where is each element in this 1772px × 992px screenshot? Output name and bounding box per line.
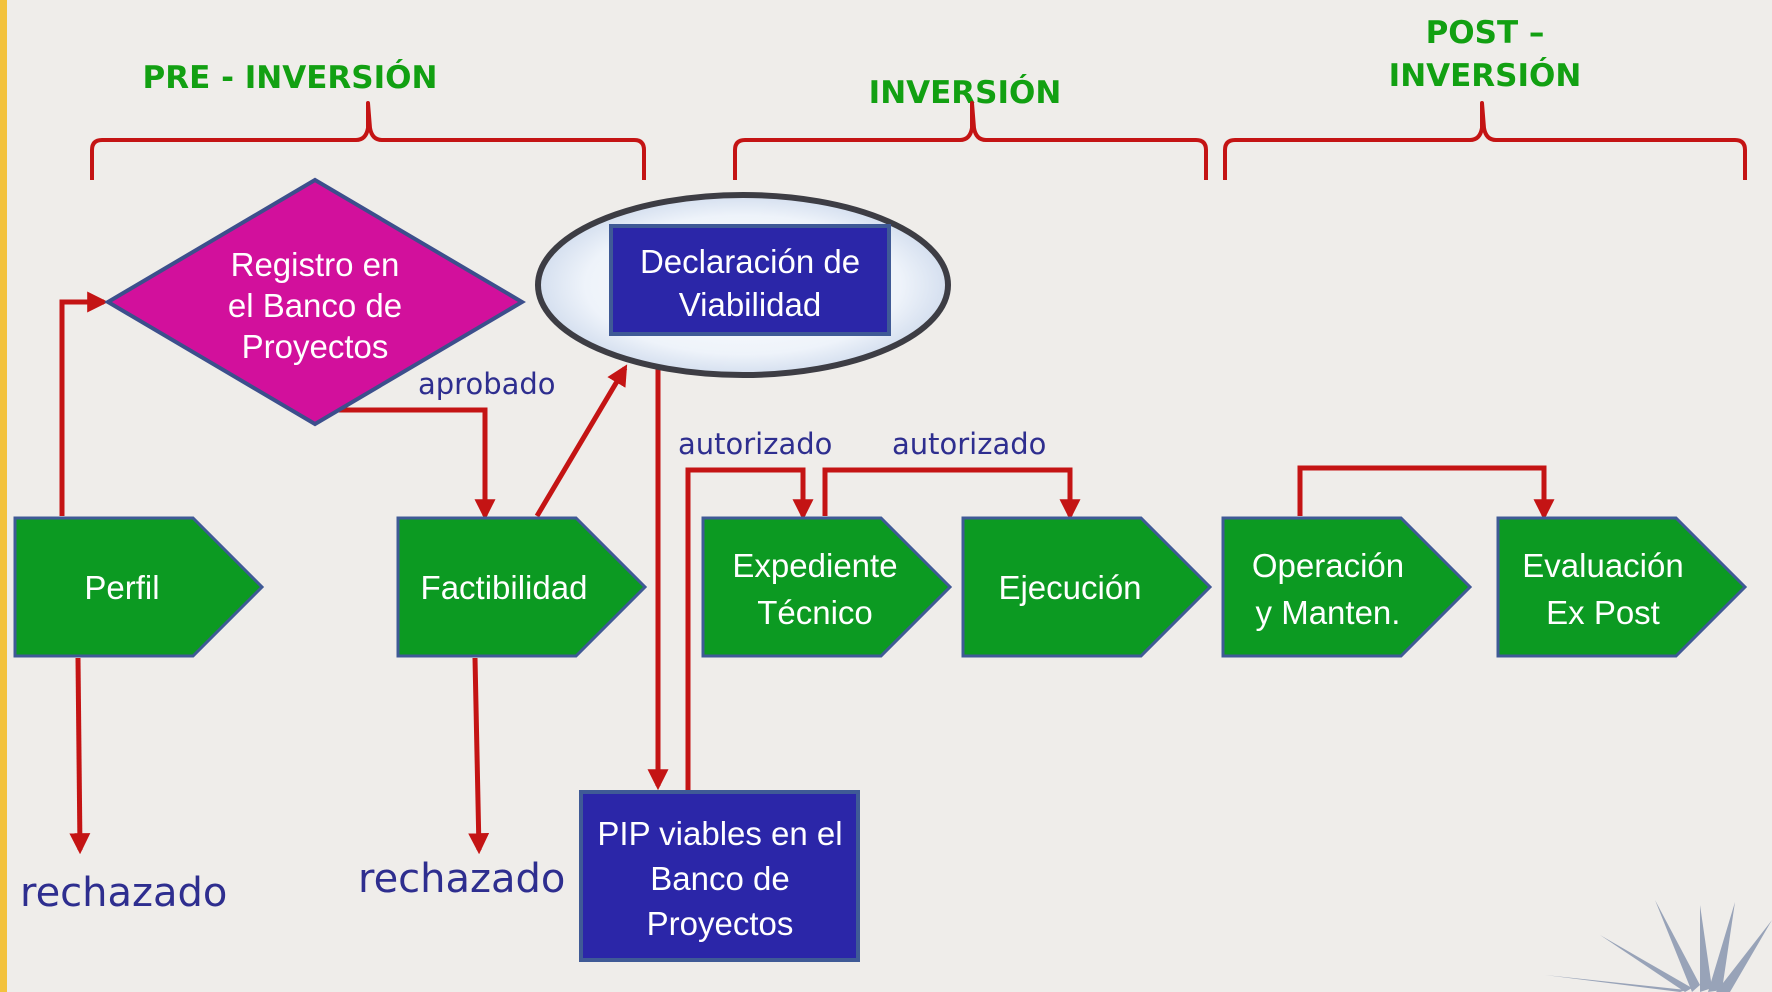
brace-pre-inversion bbox=[90, 101, 646, 180]
label-rechazado-factibilidad: rechazado bbox=[358, 856, 565, 902]
arrow-factibilidad-to-declaracion bbox=[534, 364, 628, 518]
registro-line-1: Registro en bbox=[231, 246, 400, 283]
ejecucion-label: Ejecución bbox=[998, 569, 1141, 606]
perfil-stage: Perfil bbox=[13, 516, 265, 658]
registro-line-3: Proyectos bbox=[242, 328, 389, 365]
phase-inversion: INVERSIÓN bbox=[869, 74, 1062, 111]
arrow-factibilidad-rechazado bbox=[468, 657, 490, 855]
ejecucion-stage: Ejecución bbox=[961, 516, 1213, 658]
phase-post-inversion-line1: POST – bbox=[1426, 15, 1545, 51]
factibilidad-stage: Factibilidad bbox=[396, 516, 648, 658]
brace-post-inversion bbox=[1223, 101, 1747, 180]
registro-line-2: el Banco de bbox=[228, 287, 402, 324]
operacion-line-1: Operación bbox=[1252, 547, 1404, 584]
label-rechazado-perfil: rechazado bbox=[20, 870, 227, 916]
operacion-mantenimiento-stage: Operación y Manten. bbox=[1221, 516, 1473, 658]
arrow-perfil-to-registro bbox=[59, 291, 109, 516]
perfil-label: Perfil bbox=[84, 569, 159, 606]
declaracion-line-1: Declaración de bbox=[640, 243, 860, 280]
left-accent-strip bbox=[0, 0, 7, 992]
pip-line-2: Banco de bbox=[650, 860, 789, 897]
declaracion-line-2: Viabilidad bbox=[679, 286, 822, 323]
expediente-line-1: Expediente bbox=[732, 547, 897, 584]
label-autorizado-1: autorizado bbox=[678, 427, 832, 461]
evaluacion-line-2: Ex Post bbox=[1546, 594, 1660, 631]
label-autorizado-2: autorizado bbox=[892, 427, 1046, 461]
label-aprobado: aprobado bbox=[418, 367, 556, 401]
evaluacion-line-1: Evaluación bbox=[1522, 547, 1683, 584]
declaracion-viabilidad-node: Declaración de Viabilidad bbox=[535, 192, 951, 378]
expediente-line-2: Técnico bbox=[757, 594, 873, 631]
factibilidad-label: Factibilidad bbox=[421, 569, 588, 606]
phase-pre-inversion: PRE - INVERSIÓN bbox=[143, 59, 438, 96]
arrow-registro-to-factibilidad bbox=[338, 407, 496, 521]
pip-line-3: Proyectos bbox=[647, 905, 794, 942]
operacion-line-2: y Manten. bbox=[1256, 594, 1401, 631]
evaluacion-ex-post-stage: Evaluación Ex Post bbox=[1496, 516, 1748, 658]
arrow-operacion-to-evaluacion bbox=[1297, 465, 1555, 521]
pip-line-1: PIP viables en el bbox=[597, 815, 842, 852]
arrow-expediente-to-ejecucion bbox=[822, 467, 1081, 521]
pip-viables-box: PIP viables en el Banco de Proyectos bbox=[579, 790, 860, 962]
brace-inversion bbox=[733, 101, 1208, 180]
decorative-starburst bbox=[1545, 900, 1772, 992]
registro-banco-diamond: Registro en el Banco de Proyectos bbox=[104, 177, 526, 427]
arrow-perfil-rechazado bbox=[69, 657, 91, 855]
arrow-pip-to-expediente bbox=[685, 467, 814, 792]
expediente-tecnico-stage: Expediente Técnico bbox=[701, 516, 953, 658]
phase-post-inversion-line2: INVERSIÓN bbox=[1389, 57, 1582, 94]
